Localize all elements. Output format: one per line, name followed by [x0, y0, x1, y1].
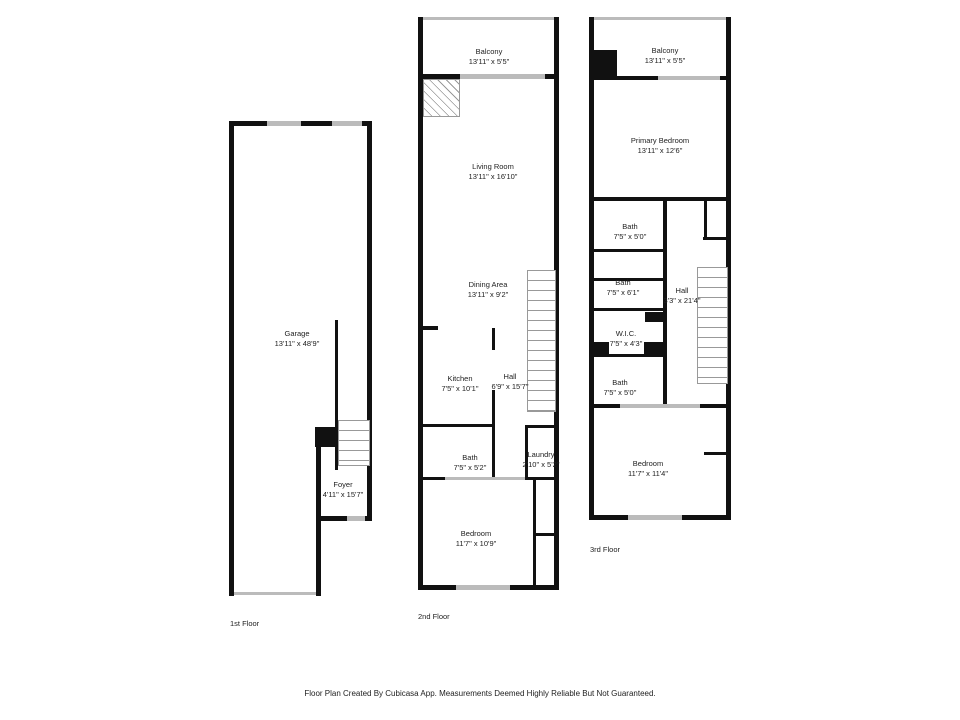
- wall: [644, 342, 665, 354]
- wall: [704, 452, 728, 455]
- floor-label-1: 1st Floor: [230, 619, 260, 628]
- wall: [703, 237, 727, 240]
- wall: [460, 74, 545, 79]
- wall: [645, 312, 665, 322]
- wall: [594, 342, 609, 354]
- wall: [589, 17, 594, 519]
- wall: [594, 50, 617, 78]
- wall: [367, 121, 372, 521]
- footer-disclaimer: Floor Plan Created By Cubicasa App. Meas…: [304, 689, 656, 698]
- wall: [492, 328, 495, 350]
- wall: [317, 516, 372, 521]
- stairs: [338, 420, 370, 466]
- stairs: [423, 79, 460, 117]
- wall: [658, 76, 720, 80]
- wall: [347, 516, 365, 521]
- wall: [589, 354, 665, 357]
- wall: [418, 17, 558, 20]
- wall: [589, 308, 665, 311]
- wall: [335, 320, 338, 470]
- wall: [234, 592, 316, 595]
- wall: [418, 424, 494, 427]
- wall: [229, 121, 234, 596]
- stairs: [697, 267, 728, 384]
- wall: [525, 425, 555, 428]
- wall: [492, 390, 495, 480]
- wall: [663, 197, 667, 407]
- wall: [533, 533, 557, 536]
- wall: [418, 326, 438, 330]
- wall: [315, 427, 335, 447]
- wall: [456, 585, 510, 590]
- floor-label-2: 2nd Floor: [418, 612, 450, 621]
- wall: [589, 278, 665, 281]
- wall: [704, 200, 707, 238]
- wall: [590, 17, 731, 20]
- room-wic: W.I.C.7'5" x 4'3": [609, 329, 643, 348]
- wall: [589, 197, 731, 201]
- wall: [525, 425, 528, 478]
- floor-label-3: 3rd Floor: [590, 545, 621, 554]
- wall: [554, 17, 559, 589]
- wall: [267, 121, 301, 126]
- wall: [332, 121, 362, 126]
- stairs: [527, 270, 556, 412]
- wall: [620, 404, 700, 408]
- wall: [628, 515, 682, 520]
- wall: [418, 17, 423, 589]
- wall: [726, 17, 731, 519]
- wall: [316, 447, 321, 596]
- wall: [445, 477, 525, 480]
- wall: [589, 249, 665, 252]
- wall: [533, 480, 536, 585]
